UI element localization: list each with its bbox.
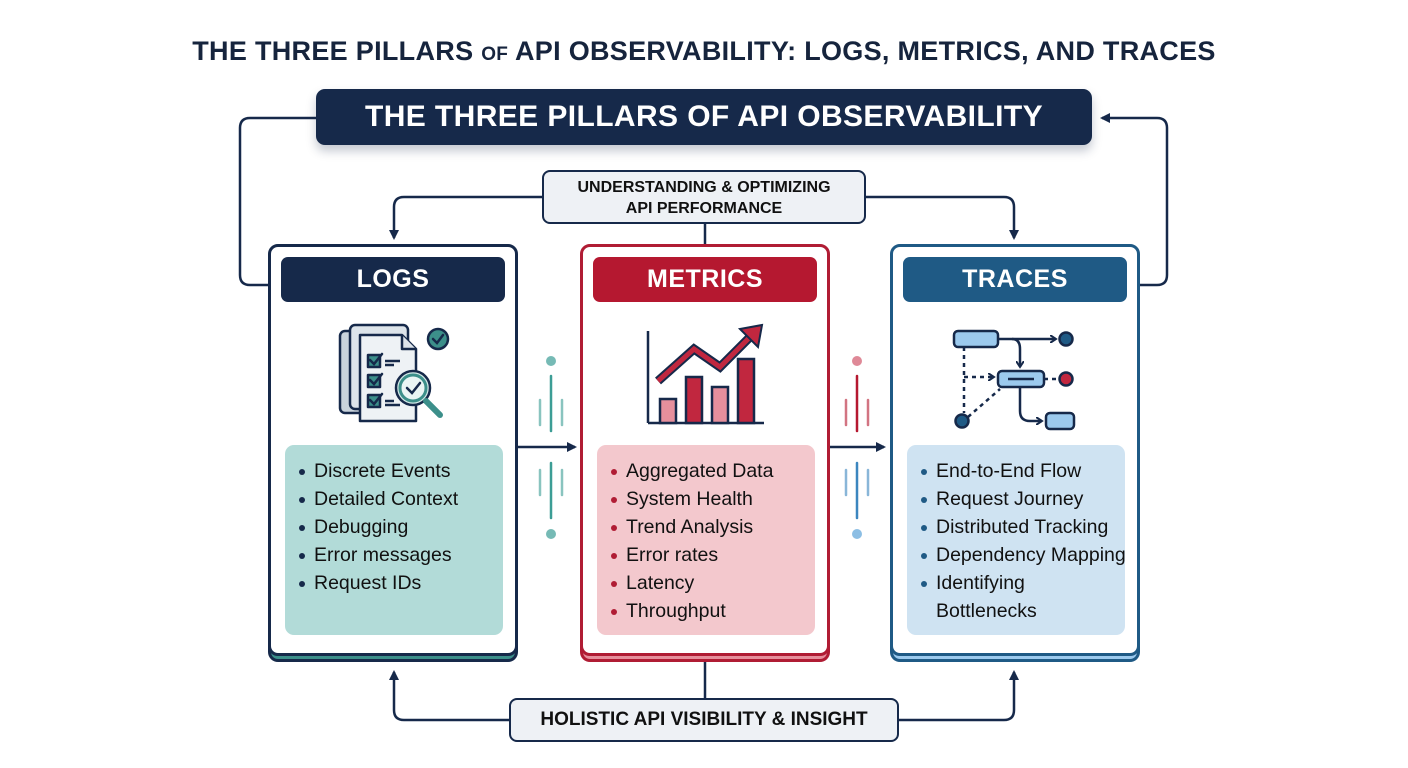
pillars-banner: THE THREE PILLARS OF API OBSERVABILITY: [316, 89, 1092, 145]
logs-item: Error messages: [297, 541, 497, 569]
metrics-item: Error rates: [609, 541, 809, 569]
distributed-flow-icon: [938, 317, 1098, 437]
page-title-of: OF: [481, 44, 509, 65]
page-title: THE THREE PILLARS OF API OBSERVABILITY: …: [0, 36, 1408, 67]
logs-item: Detailed Context: [297, 485, 497, 513]
traces-item: Dependency Mapping: [919, 541, 1126, 569]
traces-card-title: TRACES: [903, 257, 1127, 302]
metrics-item: System Health: [609, 485, 809, 513]
metrics-item: Latency: [609, 569, 809, 597]
traces-item: End-to-End Flow: [919, 457, 1119, 485]
traces-feature-list: End-to-End Flow Request Journey Distribu…: [907, 445, 1126, 635]
traces-item: Distributed Tracking: [919, 513, 1119, 541]
goal-line-2: API PERFORMANCE: [625, 200, 783, 217]
traces-card: TRACES: [890, 244, 1140, 656]
page-title-part2: API OBSERVABILITY: LOGS, METRICS, AND TR…: [508, 36, 1216, 66]
metrics-card-title: METRICS: [593, 257, 817, 302]
logs-item: Request IDs: [297, 569, 497, 597]
logs-item: Debugging: [297, 513, 497, 541]
logs-card: LOGS: [268, 244, 518, 656]
traces-item: Request Journey: [919, 485, 1119, 513]
goal-line-1: UNDERSTANDING & OPTIMIZING: [577, 179, 831, 196]
goal-box: UNDERSTANDING & OPTIMIZING API PERFORMAN…: [542, 170, 866, 224]
logs-card-title: LOGS: [281, 257, 505, 302]
metrics-item: Throughput: [609, 597, 809, 625]
logs-item: Discrete Events: [297, 457, 497, 485]
outcome-box: HOLISTIC API VISIBILITY & INSIGHT: [509, 698, 899, 742]
logs-feature-list: Discrete Events Detailed Context Debuggi…: [285, 445, 503, 635]
metrics-card: METRICS Aggregated Data System Health Tr…: [580, 244, 830, 656]
metrics-item: Trend Analysis: [609, 513, 809, 541]
page-title-part1: THE THREE PILLARS: [192, 36, 482, 66]
document-checklist-magnifier-icon: [316, 317, 476, 437]
traces-item: Identifying: [919, 569, 1119, 597]
bar-chart-trend-up-icon: [628, 317, 788, 437]
metrics-feature-list: Aggregated Data System Health Trend Anal…: [597, 445, 815, 635]
metrics-item: Aggregated Data: [609, 457, 809, 485]
traces-item-continued: Bottlenecks: [936, 600, 1037, 622]
